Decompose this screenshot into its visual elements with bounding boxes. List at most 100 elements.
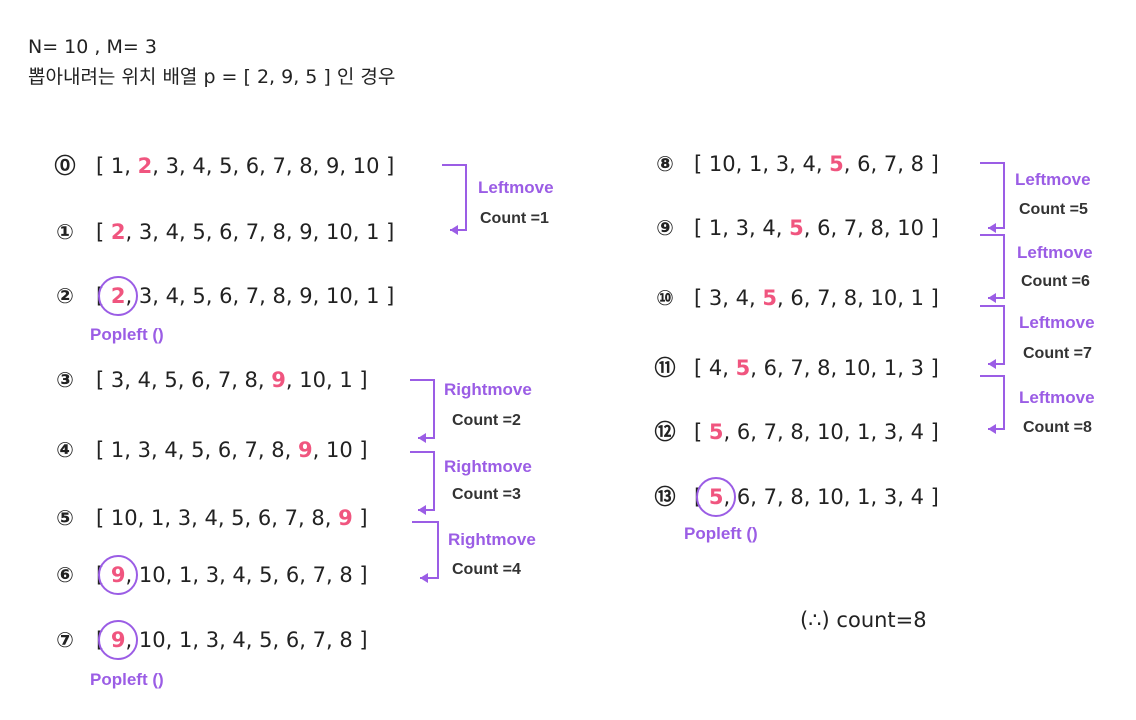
array-element: 6 <box>817 216 831 240</box>
array-element: 4 <box>232 628 246 652</box>
close-bracket: ] <box>924 356 939 380</box>
array-element: 1 <box>110 438 125 462</box>
step-number: ⑪ <box>654 356 676 380</box>
bracket-arrow <box>980 375 1005 430</box>
array-element: 3 <box>165 154 179 178</box>
comma: , <box>231 438 245 462</box>
array-element: 1 <box>178 628 193 652</box>
array-element: 10 <box>299 368 326 392</box>
move-label: Leftmove <box>1019 388 1095 407</box>
bracket-arrow <box>410 379 435 439</box>
array-element: 5 <box>192 284 206 308</box>
array-element: 3 <box>110 368 125 392</box>
array-element: 1 <box>910 286 924 310</box>
array-element: 6 <box>285 628 300 652</box>
array-element: 1 <box>110 154 125 178</box>
array-element: 6 <box>245 154 260 178</box>
array-element: 10 <box>352 154 380 178</box>
array-element: 7 <box>883 152 898 176</box>
array-element: 3 <box>177 506 192 530</box>
highlighted-element: 5 <box>708 420 724 444</box>
open-bracket: [ <box>96 368 111 392</box>
comma: , <box>137 506 151 530</box>
comma: , <box>125 220 139 244</box>
comma: , <box>857 286 871 310</box>
comma: , <box>897 286 911 310</box>
array-element: 10 <box>326 220 353 244</box>
comma: , <box>192 628 206 652</box>
array-element: 10 <box>326 284 353 308</box>
array-element: 7 <box>245 284 260 308</box>
comma: , <box>285 368 300 392</box>
comma: , <box>205 284 220 308</box>
popleft-circle <box>98 555 139 595</box>
comma: , <box>883 216 898 240</box>
comma: , <box>124 368 138 392</box>
move-label: Leftmove <box>478 178 554 197</box>
step-row: ⑤[ 10, 1, 3, 4, 5, 6, 7, 8, 9 ] <box>48 506 368 530</box>
array-element: 4 <box>708 356 723 380</box>
comma: , <box>339 154 353 178</box>
array-element: 6 <box>790 286 804 310</box>
arrow-head <box>988 359 996 369</box>
comma: , <box>803 485 818 509</box>
array-element: 8 <box>910 152 924 176</box>
open-bracket: [ <box>694 286 709 310</box>
highlighted-element: 5 <box>829 152 844 176</box>
arrow-head <box>418 433 426 443</box>
open-bracket: [ <box>96 220 111 244</box>
highlighted-element: 2 <box>137 154 153 178</box>
step-number: ⑤ <box>56 506 74 530</box>
comma: , <box>815 152 830 176</box>
array-element: 7 <box>217 368 232 392</box>
array-element: 10 <box>817 485 844 509</box>
bracket-arrow <box>410 451 435 511</box>
close-bracket: ] <box>352 563 368 587</box>
array-element: 9 <box>326 154 340 178</box>
open-bracket: [ <box>694 152 709 176</box>
comma: , <box>897 420 911 444</box>
array-element: 3 <box>708 286 723 310</box>
array-element: 6 <box>285 563 300 587</box>
array-element: 10 <box>326 438 353 462</box>
array-element: 4 <box>165 284 179 308</box>
highlighted-element: 9 <box>298 438 313 462</box>
comma: , <box>352 220 367 244</box>
comma: , <box>776 485 791 509</box>
move-label: Leftmove <box>1015 170 1091 189</box>
step-row: ⑧[ 10, 1, 3, 4, 5, 6, 7, 8 ] <box>648 152 939 176</box>
comma: , <box>897 485 911 509</box>
comma: , <box>299 563 313 587</box>
array-element: 7 <box>817 286 831 310</box>
count-label: Count =6 <box>1021 273 1090 290</box>
array-element: 10 <box>870 286 898 310</box>
array-element: 4 <box>735 286 749 310</box>
comma: , <box>897 356 911 380</box>
array-element: 10 <box>708 152 736 176</box>
comma: , <box>272 628 286 652</box>
arrow-head <box>988 223 996 233</box>
comma: , <box>259 284 273 308</box>
open-bracket: [ <box>96 506 111 530</box>
comma: , <box>165 563 179 587</box>
array-element: 1 <box>708 216 723 240</box>
comma: , <box>843 152 858 176</box>
count-label: Count =3 <box>452 486 521 503</box>
array-element: 3 <box>883 485 898 509</box>
array-element: 4 <box>204 506 218 530</box>
comma: , <box>897 152 911 176</box>
comma: , <box>245 563 260 587</box>
step-row: ⑥[ 9, 10, 1, 3, 4, 5, 6, 7, 8 ] <box>48 563 368 587</box>
comma: , <box>857 216 871 240</box>
step-number: ⑬ <box>654 485 676 509</box>
header-line-2: 뽑아내려는 위치 배열 p = [ 2, 9, 5 ] 인 경우 <box>28 66 396 88</box>
comma: , <box>803 216 818 240</box>
array-element: 6 <box>736 420 751 444</box>
step-number: ⑫ <box>654 420 676 444</box>
array-element: 8 <box>272 220 286 244</box>
comma: , <box>232 284 246 308</box>
array-element: 5 <box>192 220 206 244</box>
comma: , <box>124 154 138 178</box>
step-number: ⓪ <box>54 154 76 178</box>
